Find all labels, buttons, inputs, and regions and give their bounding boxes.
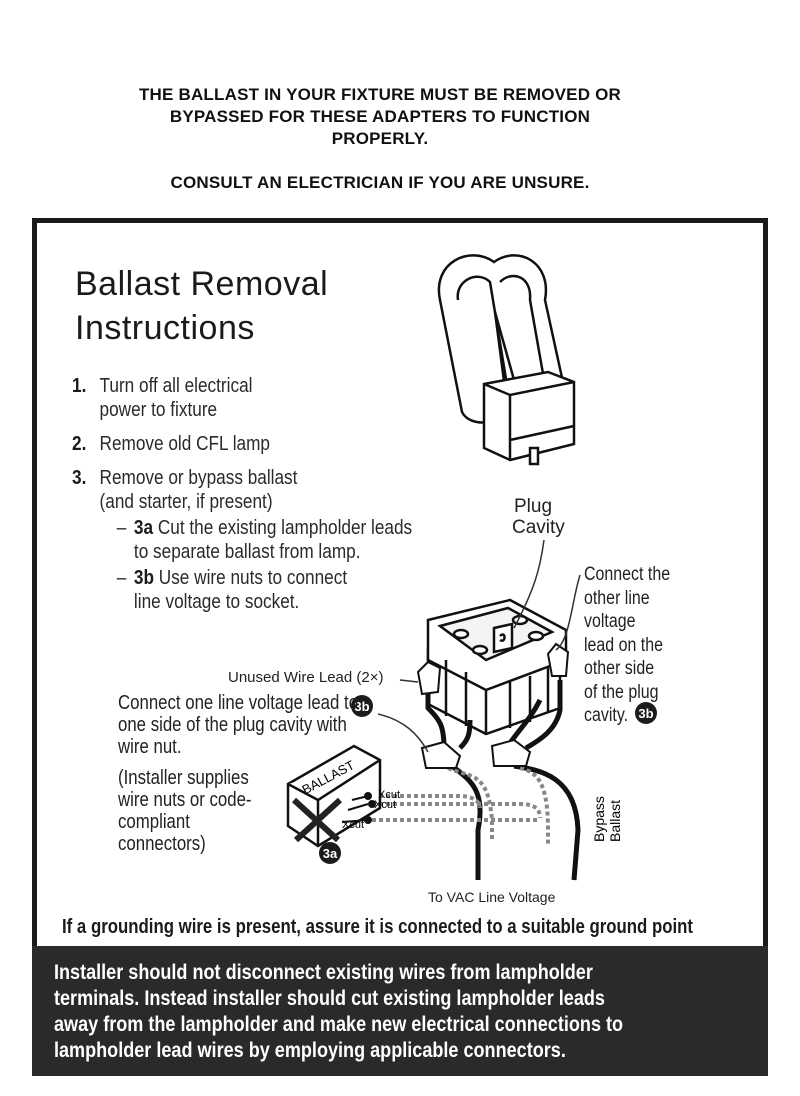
badge-3a-icon: 3a	[319, 842, 341, 864]
substep-id: 3b	[133, 567, 154, 589]
label-line: other line	[584, 587, 650, 609]
label-line: wire nut.	[118, 736, 182, 758]
step-number: 2.	[72, 433, 87, 455]
connect-other-lead-label: Connect the other line voltage lead on t…	[584, 563, 685, 728]
cfl-lamp-illustration	[437, 254, 576, 466]
steps-list: 1. Turn off all electrical power to fixt…	[72, 374, 472, 616]
connect-one-lead-label: Connect one line voltage lead to one sid…	[118, 692, 370, 758]
badge-3b-icon: 3b	[635, 702, 657, 724]
ballast-x-mark	[291, 797, 343, 843]
label-line: connectors)	[118, 833, 206, 855]
warning-line: BYPASSED FOR THESE ADAPTERS TO FUNCTION	[169, 107, 591, 126]
substep-id: 3a	[133, 517, 154, 539]
substep-dash: –	[116, 517, 127, 539]
wire-nuts	[416, 642, 570, 769]
substep-text: to separate ballast from lamp.	[133, 541, 361, 563]
step-number: 1.	[72, 375, 87, 397]
substep-3a: – 3a Cut the existing lampholder leads t…	[72, 516, 530, 564]
label-line: cavity.	[584, 705, 629, 726]
substep-text: line voltage to socket.	[133, 591, 300, 613]
footer-line: lampholder lead wires by employing appli…	[54, 1039, 566, 1062]
substep-text: Use wire nuts to connect	[158, 567, 348, 589]
step-text: power to fixture	[99, 399, 218, 421]
grounding-note: If a grounding wire is present, assure i…	[62, 916, 694, 938]
footer-banner	[32, 946, 768, 1076]
badge-label: 3b	[638, 706, 653, 721]
xcut-label: Xcut	[378, 789, 400, 801]
footer-line: Installer should not disconnect existing…	[54, 961, 593, 984]
label-line: Connect the	[584, 564, 671, 585]
step-text: (and starter, if present)	[99, 491, 273, 513]
label-line: wire nuts or code-	[118, 789, 252, 811]
installer-supplies-label: (Installer supplies wire nuts or code- c…	[118, 767, 286, 855]
label-line: one side of the plug cavity with	[118, 714, 347, 736]
warning-line: THE BALLAST IN YOUR FIXTURE MUST BE REMO…	[138, 85, 622, 104]
substep-dash: –	[116, 567, 127, 589]
substep-3b: – 3b Use wire nuts to connect line volta…	[72, 566, 530, 614]
bypass-label: Ballast	[607, 800, 623, 842]
label-line: voltage	[584, 611, 636, 632]
vac-line-voltage-label: To VAC Line Voltage	[428, 889, 556, 905]
bypass-label: Bypass	[591, 796, 607, 842]
step-2: 2. Remove old CFL lamp	[72, 432, 495, 456]
badge-3b-icon: 3b	[351, 695, 373, 717]
step-text: Turn off all electrical	[99, 375, 253, 397]
leader-lines	[377, 539, 581, 753]
label-line: (Installer supplies	[118, 767, 249, 789]
warning-line: PROPERLY.	[331, 129, 429, 148]
label-line: other side	[584, 658, 655, 679]
step-3: 3. Remove or bypass ballast (and starter…	[72, 466, 495, 514]
title-line: Instructions	[75, 309, 255, 347]
label-line: lead on the	[584, 634, 663, 656]
footer-text: Installer should not disconnect existing…	[54, 960, 708, 1064]
plug-cavity-illustration	[426, 598, 568, 736]
badge-label: 3b	[354, 699, 369, 714]
label-line: Plug	[514, 496, 553, 517]
substep-text: Cut the existing lampholder leads	[157, 517, 413, 539]
ballast-leads	[341, 792, 376, 824]
xcut-label: Xcut	[342, 819, 364, 831]
badge-label: 3a	[323, 846, 338, 861]
title-line: Ballast Removal	[75, 265, 329, 303]
instructions-frame	[32, 218, 768, 1076]
plug-cavity-label: Plug Cavity	[512, 496, 565, 538]
footer-line: away from the lampholder and make new el…	[54, 1013, 624, 1036]
label-line: compliant	[118, 811, 190, 833]
label-line: of the plug	[584, 681, 659, 703]
page-title: Ballast Removal Instructions	[75, 262, 328, 350]
step-number: 3.	[72, 467, 87, 489]
step-1: 1. Turn off all electrical power to fixt…	[72, 374, 495, 422]
unused-wire-lead-label: Unused Wire Lead (2×)	[228, 669, 384, 686]
warning-text: THE BALLAST IN YOUR FIXTURE MUST BE REMO…	[60, 84, 700, 150]
label-line: Cavity	[512, 517, 565, 538]
footer-line: terminals. Instead installer should cut …	[54, 987, 605, 1010]
step-text: Remove old CFL lamp	[99, 433, 271, 455]
consult-electrician-text: CONSULT AN ELECTRICIAN IF YOU ARE UNSURE…	[170, 173, 590, 192]
label-line: Connect one line voltage lead to	[118, 692, 359, 714]
xcut-label: Xcut	[374, 799, 396, 811]
step-text: Remove or bypass ballast	[99, 467, 298, 489]
bypass-wires	[372, 766, 550, 846]
